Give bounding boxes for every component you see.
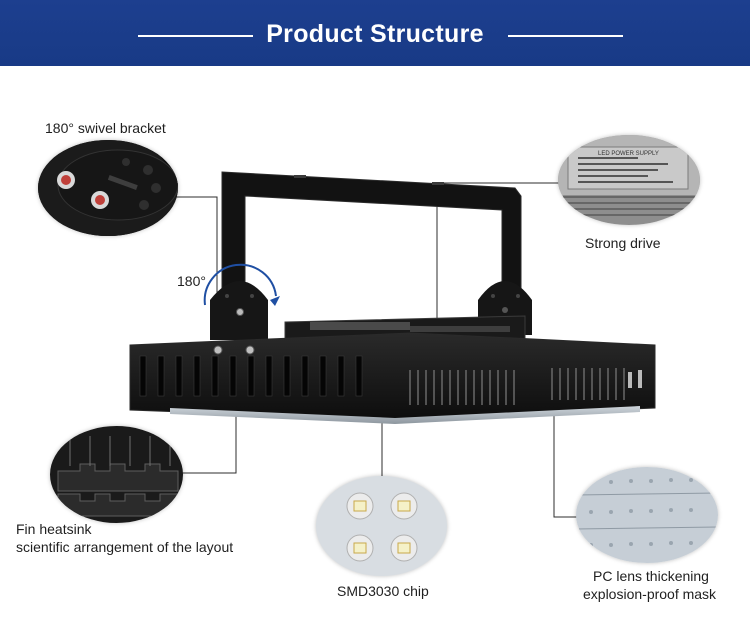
rotation-label: 180° [177, 273, 206, 289]
leader-lens [553, 414, 578, 518]
leader-bracket [170, 196, 218, 318]
callout-label-lens-2: explosion-proof mask [583, 586, 717, 602]
header-banner: Product Structure [0, 0, 750, 66]
callout-label-heatsink-1: Fin heatsink [16, 521, 92, 537]
fixture-body [129, 332, 656, 421]
callout-chip-image [316, 476, 447, 576]
callout-label-drive: Strong drive [585, 235, 661, 251]
title-rule-left [138, 35, 253, 37]
led-chip-icon [346, 492, 418, 562]
title-rule-right [508, 35, 623, 37]
callout-bracket-image [38, 140, 178, 236]
page-title: Product Structure [266, 20, 484, 48]
leader-heatsink [182, 403, 237, 474]
power-supply-label: LED POWER SUPPLY [598, 151, 659, 157]
callout-label-chip: SMD3030 chip [337, 583, 429, 599]
u-bracket [221, 171, 522, 319]
callout-heatsink-image [50, 426, 183, 523]
callout-label-lens-1: PC lens thickening [593, 568, 709, 584]
callout-label-bracket: 180° swivel bracket [45, 120, 166, 136]
callout-drive-image: LED POWER SUPPLY [558, 135, 700, 225]
rotation-arrow [203, 263, 277, 306]
lens-strip [170, 406, 640, 424]
callout-lens-image [576, 467, 718, 563]
callout-label-heatsink-2: scientific arrangement of the layout [16, 539, 234, 555]
